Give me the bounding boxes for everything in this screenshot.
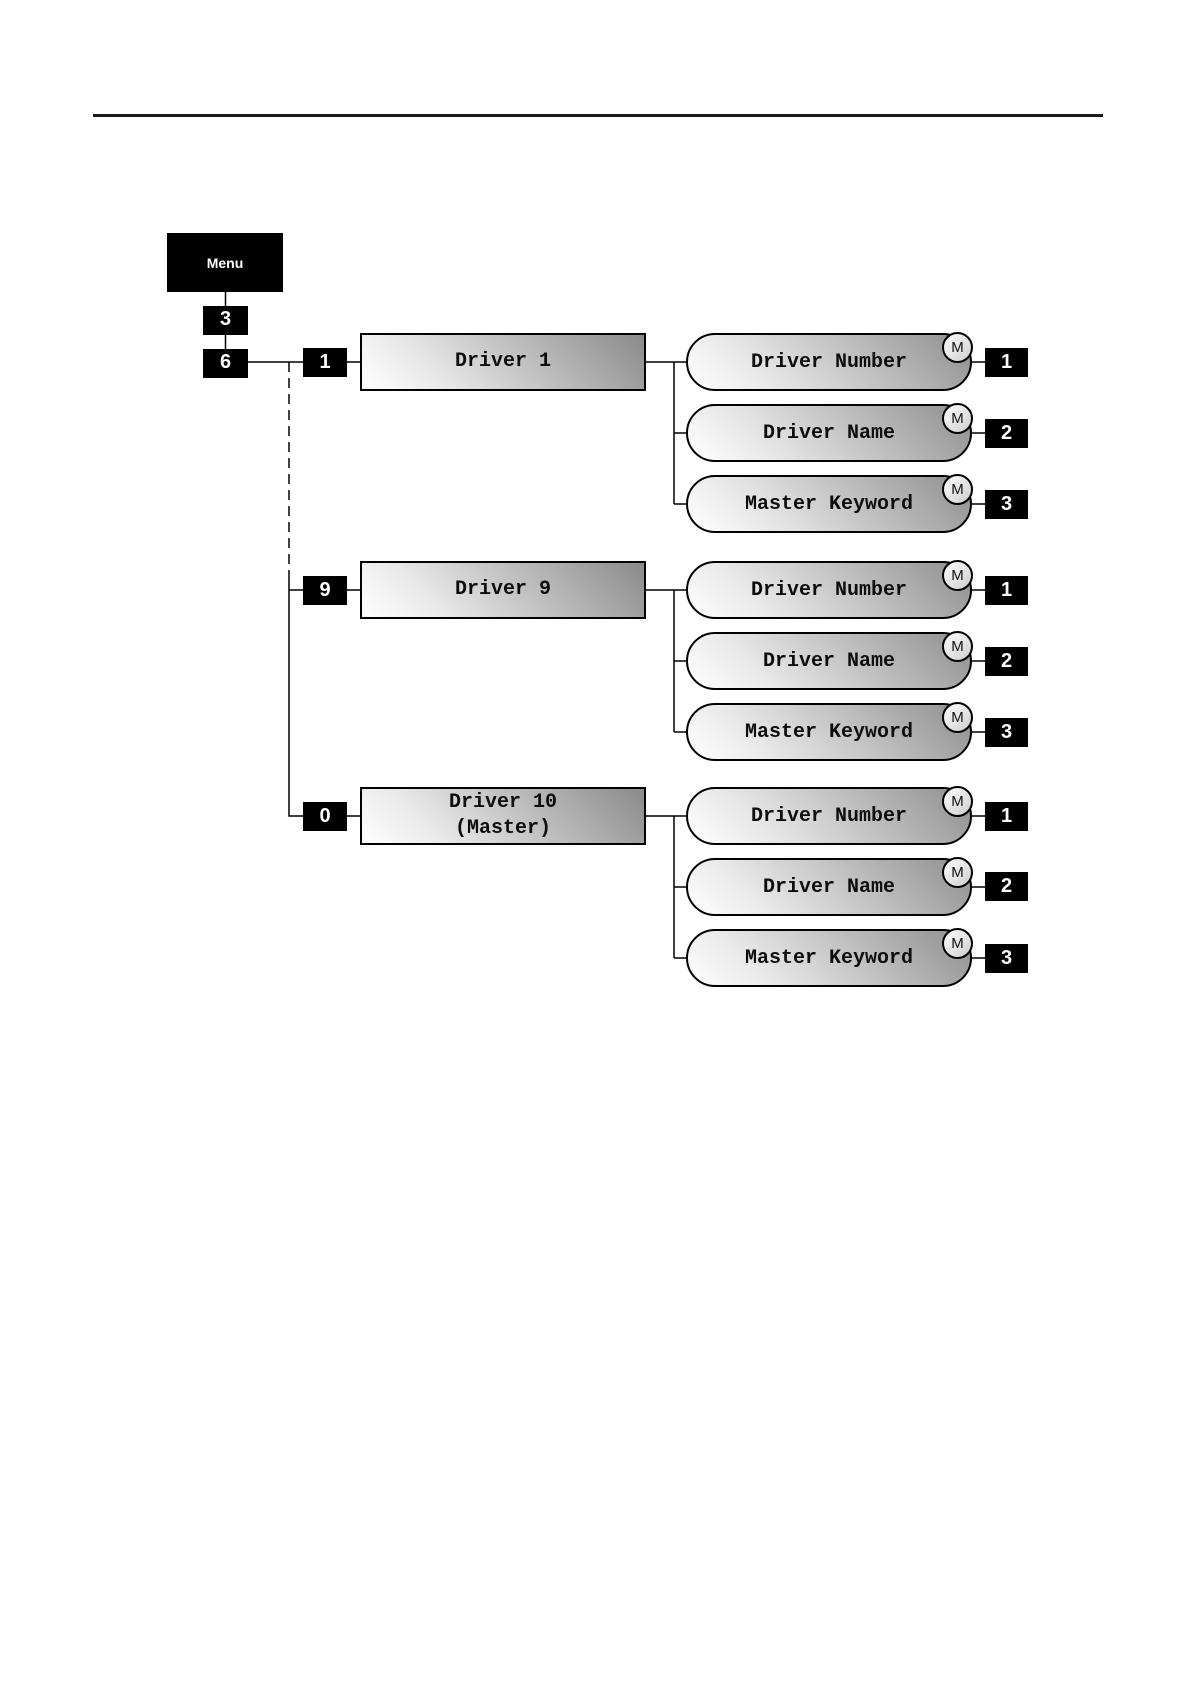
item-key-badge: 1: [985, 802, 1028, 831]
parameter-pill: Driver Name: [686, 858, 972, 916]
m-indicator-icon: M: [942, 403, 973, 434]
parameter-pill: Driver Name: [686, 404, 972, 462]
item-key-badge: 2: [985, 872, 1028, 901]
group-key-badge: 9: [303, 576, 347, 605]
parameter-label: Master Keyword: [744, 946, 914, 970]
driver-node: Driver 1: [360, 333, 646, 391]
m-indicator-icon: M: [942, 786, 973, 817]
parameter-pill: Master Keyword: [686, 703, 972, 761]
parameter-pill: Driver Name: [686, 632, 972, 690]
parameter-label: Driver Number: [750, 804, 908, 828]
m-indicator-icon: M: [942, 857, 973, 888]
m-indicator-icon: M: [942, 631, 973, 662]
parameter-pill: Master Keyword: [686, 929, 972, 987]
header-rule: [93, 114, 1103, 117]
driver-node-title: Driver 1: [454, 350, 551, 373]
item-key-badge: 3: [985, 718, 1028, 747]
item-key-badge: 1: [985, 576, 1028, 605]
parameter-label: Master Keyword: [744, 720, 914, 744]
menu-level2-key: 6: [203, 349, 248, 378]
m-indicator-icon: M: [942, 560, 973, 591]
menu-root-label: Menu: [206, 254, 244, 271]
m-indicator-icon: M: [942, 928, 973, 959]
driver-node-title: Driver 10: [448, 791, 558, 814]
item-key-badge: 2: [985, 419, 1028, 448]
parameter-label: Driver Name: [762, 421, 896, 445]
parameter-label: Driver Name: [762, 649, 896, 673]
m-indicator-icon: M: [942, 332, 973, 363]
parameter-label: Driver Number: [750, 350, 908, 374]
parameter-label: Driver Name: [762, 875, 896, 899]
group-key-badge: 1: [303, 348, 347, 377]
menu-root-node: Menu: [167, 233, 283, 292]
connector-trunk: [288, 578, 303, 817]
parameter-pill: Master Keyword: [686, 475, 972, 533]
menu-level1-key: 3: [203, 306, 248, 335]
parameter-label: Driver Number: [750, 578, 908, 602]
group-key-badge: 0: [303, 802, 347, 831]
driver-node-title: Driver 9: [454, 578, 551, 601]
item-key-badge: 3: [985, 944, 1028, 973]
item-key-badge: 1: [985, 348, 1028, 377]
driver-node: Driver 10 (Master): [360, 787, 646, 845]
parameter-label: Master Keyword: [744, 492, 914, 516]
m-indicator-icon: M: [942, 474, 973, 505]
m-indicator-icon: M: [942, 702, 973, 733]
item-key-badge: 3: [985, 490, 1028, 519]
driver-node: Driver 9: [360, 561, 646, 619]
driver-node-subtitle: (Master): [454, 817, 551, 840]
parameter-pill: Driver Number: [686, 787, 972, 845]
item-key-badge: 2: [985, 647, 1028, 676]
parameter-pill: Driver Number: [686, 561, 972, 619]
parameter-pill: Driver Number: [686, 333, 972, 391]
